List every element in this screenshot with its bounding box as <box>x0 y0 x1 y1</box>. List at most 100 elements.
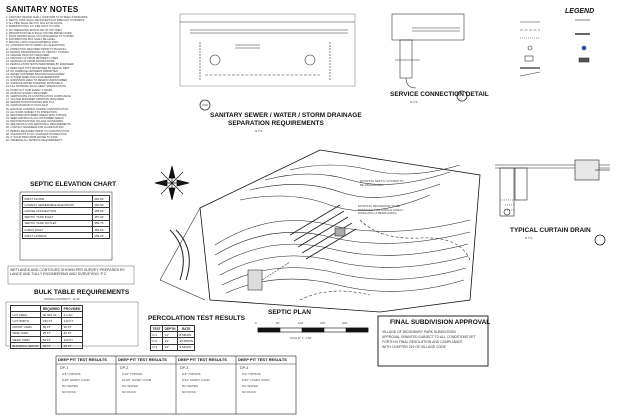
sanitary-note-item: 21. EXPANSION AREA TO REMAIN UNDISTURBED <box>6 79 68 83</box>
sanitary-note-item: 14. MAINTAIN 10' FROM PROPERTY LINES <box>6 57 59 61</box>
service-connection-title: SERVICE CONNECTION DETAIL <box>390 91 489 98</box>
deep-pit-line: 0-9" TOPSOIL <box>242 372 262 376</box>
deep-pit-title: DEEP PIT TEST RESULTS <box>118 357 167 362</box>
sanitary-note-item: 9. BACKFILL WITH CLEAN MATERIAL ONLY <box>6 41 59 45</box>
sanitary-note-item: 19. WATER SOFTENER BACKWASH EXCLUDED <box>6 72 65 76</box>
septic-plan-title: SEPTIC PLAN <box>268 309 311 316</box>
table-cell: 24" <box>162 343 178 351</box>
sanitary-note-item: 37. PERMIT REQUIRED PRIOR TO CONSTRUCTIO… <box>6 129 70 133</box>
table-cell: 28 FT <box>61 342 83 350</box>
approval-line: APPROVAL GRANTED SUBJECT TO ALL CONDITIO… <box>382 335 476 339</box>
sanitary-note-item: 35. SEE DETAILS FOR ADDITIONAL REQUIREME… <box>6 123 71 127</box>
sanitary-note-item: 12. DESIGN PROFESSIONAL TO CERTIFY SYSTE… <box>6 50 69 54</box>
deep-pit-line: NO WATER <box>62 384 78 388</box>
sanitary-note-item: 11. INSPECTION REQUIRED PRIOR TO BACKFIL… <box>6 47 67 51</box>
approval-line: VILLAGE OF WOODBURY PARK SUBDIVISION <box>382 330 456 334</box>
curtain-drain-scale: N.T.S. <box>525 236 534 240</box>
sanitary-note-item: 33. SEED AND MULCH ALL DISTURBED AREAS <box>6 117 64 120</box>
deep-pit-line: 10-60" SANDY LOAM <box>122 378 152 382</box>
approval-line: WITH CHAPTER 219 OF VILLAGE CODE <box>382 345 446 349</box>
deep-pit-line: 0-8" TOPSOIL <box>182 372 202 376</box>
deep-pit-line: NO WATER <box>182 384 198 388</box>
scale-tick-3: 150' <box>320 321 326 325</box>
deep-pit-line: NO WATER <box>122 384 138 388</box>
sanitary-note-item: 23. FILL MATERIAL SHALL MEET SPECIFICATI… <box>6 85 66 89</box>
legend-title: LEGEND <box>565 8 595 15</box>
deep-pit-line: NO ROCK <box>242 390 257 394</box>
sanitary-note-item: 28. SEPARATION DISTANCES PER 75-A <box>6 101 55 105</box>
separation-subtitle: SEPARATION REQUIREMENTS <box>228 120 324 127</box>
deep-pit-line: NO WATER <box>242 384 258 388</box>
sanitary-note-item: 24. PUMP OUT TANK EVERY 3 YEARS <box>6 88 53 92</box>
sanitary-note-item: 18. NO GARBAGE GRINDERS PERMITTED <box>6 69 58 73</box>
deep-pit-line: 0-10" TOPSOIL <box>122 372 143 376</box>
approval-title: FINAL SUBDIVISION APPROVAL <box>390 319 491 326</box>
sanitary-note-item: 16. PERCOLATION TESTS PERFORMED BY ENGIN… <box>6 63 74 67</box>
bulk-table-subtitle: ZONING DISTRICT - R-40 <box>44 297 80 301</box>
table-cell: 456.25 <box>91 232 111 240</box>
sanitary-note-item: 5. NO TRENCHING WITHIN 100' OF ANY WELL <box>6 28 63 32</box>
scale-bar <box>257 327 369 333</box>
sanitary-note-item: 15. MAINTAIN 20' FROM FOUNDATIONS <box>6 60 55 64</box>
sanitary-note-item: 34. RESTORATION PER VILLAGE STANDARDS <box>6 120 63 124</box>
sanitary-note-item: 40. OBSERVE ALL SETBACK REQUIREMENTS <box>6 139 63 143</box>
table-cell: FIRST LATERAL <box>22 232 93 240</box>
deep-pit-title: DEEP PIT TEST RESULTS <box>238 357 287 362</box>
sanitary-note-item: 13. GREASE TRAP NOT REQUIRED <box>6 53 50 57</box>
table-cell: 35 FT <box>40 342 63 350</box>
sanitary-note-item: 30. EROSION CONTROL DURING CONSTRUCTION <box>6 107 69 111</box>
deep-pit-line: NO ROCK <box>122 390 137 394</box>
deep-pit-line: 0-8" TOPSOIL <box>62 372 82 376</box>
septic-plan-scale: SCALE: 1" = 50' <box>290 336 312 340</box>
sanitary-note-item: 8. DISTRIBUTION BOX SHALL BE LEVEL <box>6 38 56 42</box>
sanitary-note-item: 31. ALL WORK SUBJECT TO INSPECTION <box>6 110 57 114</box>
table-cell: 9 MIN/IN <box>176 343 196 351</box>
sanitary-notes-list: 1. SANITARY DESIGN SHALL CONFORM TO NYSD… <box>6 16 130 142</box>
sanitary-note-item: 26. CERTIFICATE OF CONSTRUCTION COMPLIAN… <box>6 94 71 98</box>
sanitary-note-item: 2. SEPTIC TANK SHALL BE WATERTIGHT PRECA… <box>6 19 85 23</box>
perc-table-title: PERCOLATION TEST RESULTS <box>148 315 245 322</box>
curtain-drain-title: TYPICAL CURTAIN DRAIN <box>510 227 591 234</box>
sanitary-note-item: 20. SYSTEM SIZED FOR FOUR BEDROOMS <box>6 75 60 79</box>
separation-title: SANITARY SEWER / WATER / STORM DRAINAGE <box>210 112 362 119</box>
deep-pit-line: 8-48" SANDY LOAM <box>62 378 90 382</box>
deep-pit-line: NO ROCK <box>62 390 77 394</box>
separation-scale: N.T.S. <box>255 129 264 133</box>
table-cell: P-3 <box>149 343 164 351</box>
deep-pit-line: NO ROCK <box>182 390 197 394</box>
deep-pit-name: DP-4 <box>240 366 249 370</box>
deep-pit-line: 9-60" LOAMY SAND <box>242 378 270 382</box>
north-arrow <box>154 165 190 201</box>
scale-tick-4: 200' <box>342 321 348 325</box>
scale-tick-0: 0 <box>255 321 257 325</box>
sanitary-note-item: 29. CURTAIN DRAIN TO DAYLIGHT <box>6 104 49 108</box>
deep-pit-name: DP-1 <box>60 366 69 370</box>
label-existing-septic: EXISTING SEPTIC SYSTEM TO BE ABANDONED <box>360 179 404 187</box>
sanitary-notes-title: SANITARY NOTES <box>6 5 79 14</box>
sanitary-note-item: 3. ALL PIPE SHALL BE PVC SCH 40 OR EQUAL <box>6 22 63 26</box>
sanitary-note-item: 25. AS-BUILT SURVEY REQUIRED <box>6 91 48 95</box>
sanitary-note-item: 36. CONTACT ENGINEER FOR CLARIFICATION <box>6 126 64 130</box>
sanitary-note-item: 22. SURFACE WATER DIVERTED FROM FIELD <box>6 82 63 86</box>
approval-line: FORTH IN FINAL RESOLUTION AND COMPLIANCE <box>382 340 463 344</box>
deep-pit-name: DP-3 <box>180 366 189 370</box>
table-cell: BUILDING HEIGHT <box>9 342 42 350</box>
sanitary-note-item: 4. MINIMUM PITCH 1/4" PER FOOT TO TANK <box>6 25 60 29</box>
elevation-chart-title: SEPTIC ELEVATION CHART <box>30 181 117 188</box>
sanitary-note-item: 32. RESTORE DISTURBED AREAS WITH TOPSOIL <box>6 113 68 117</box>
label-existing-residence: EXISTING RESIDENCE TO BE REMOVED FOR SIN… <box>358 204 404 216</box>
deep-pit-title: DEEP PIT TEST RESULTS <box>58 357 107 362</box>
sanitary-note-item: 7. ROOF DRAINS SHALL NOT DISCHARGE TO SY… <box>6 34 74 38</box>
sanitary-note-item: 6. ABSORPTION FIELD SHALL NOT BE DRIVEN … <box>6 31 72 35</box>
scale-tick-1: 50' <box>276 321 280 325</box>
sanitary-note-item: 1. SANITARY DESIGN SHALL CONFORM TO NYSD… <box>6 16 88 19</box>
deep-pit-line: 8-54" SANDY LOAM <box>182 378 210 382</box>
